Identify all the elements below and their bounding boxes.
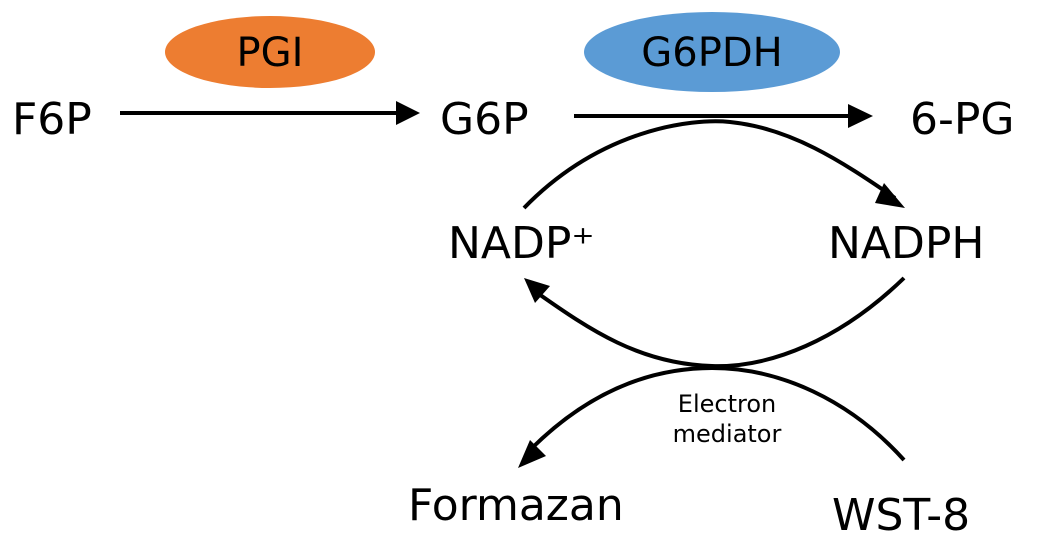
arrowhead-g6p-to-6pg — [848, 104, 873, 128]
arc-nadph-to-nadp — [534, 276, 906, 369]
g6pdh-ellipse — [584, 12, 840, 92]
node-nadp: NADP⁺ — [448, 218, 595, 269]
node-6pg: 6-PG — [910, 94, 1015, 145]
pgi-label: PGI — [237, 30, 304, 76]
node-g6p: G6P — [440, 94, 529, 145]
arc-wst8-to-formazan — [528, 365, 906, 462]
arrowhead-wst8-to-formazan — [518, 440, 546, 468]
electron-mediator-line2: mediator — [673, 420, 782, 448]
enzyme-g6pdh: G6PDH — [584, 12, 840, 92]
pgi-ellipse — [165, 16, 375, 88]
arrowhead-nadph-to-nadp — [524, 278, 550, 303]
node-f6p: F6P — [12, 94, 92, 145]
arrowhead-f6p-to-g6p — [396, 101, 420, 125]
electron-mediator-line1: Electron — [678, 390, 776, 418]
node-formazan: Formazan — [408, 480, 624, 531]
arrowhead-nadp-to-nadph — [875, 183, 905, 208]
node-nadph: NADPH — [828, 218, 985, 269]
g6pdh-label: G6PDH — [641, 30, 782, 76]
arc-nadp-to-nadph — [522, 119, 897, 210]
node-wst8: WST-8 — [832, 490, 970, 541]
enzyme-pgi: PGI — [165, 16, 375, 88]
